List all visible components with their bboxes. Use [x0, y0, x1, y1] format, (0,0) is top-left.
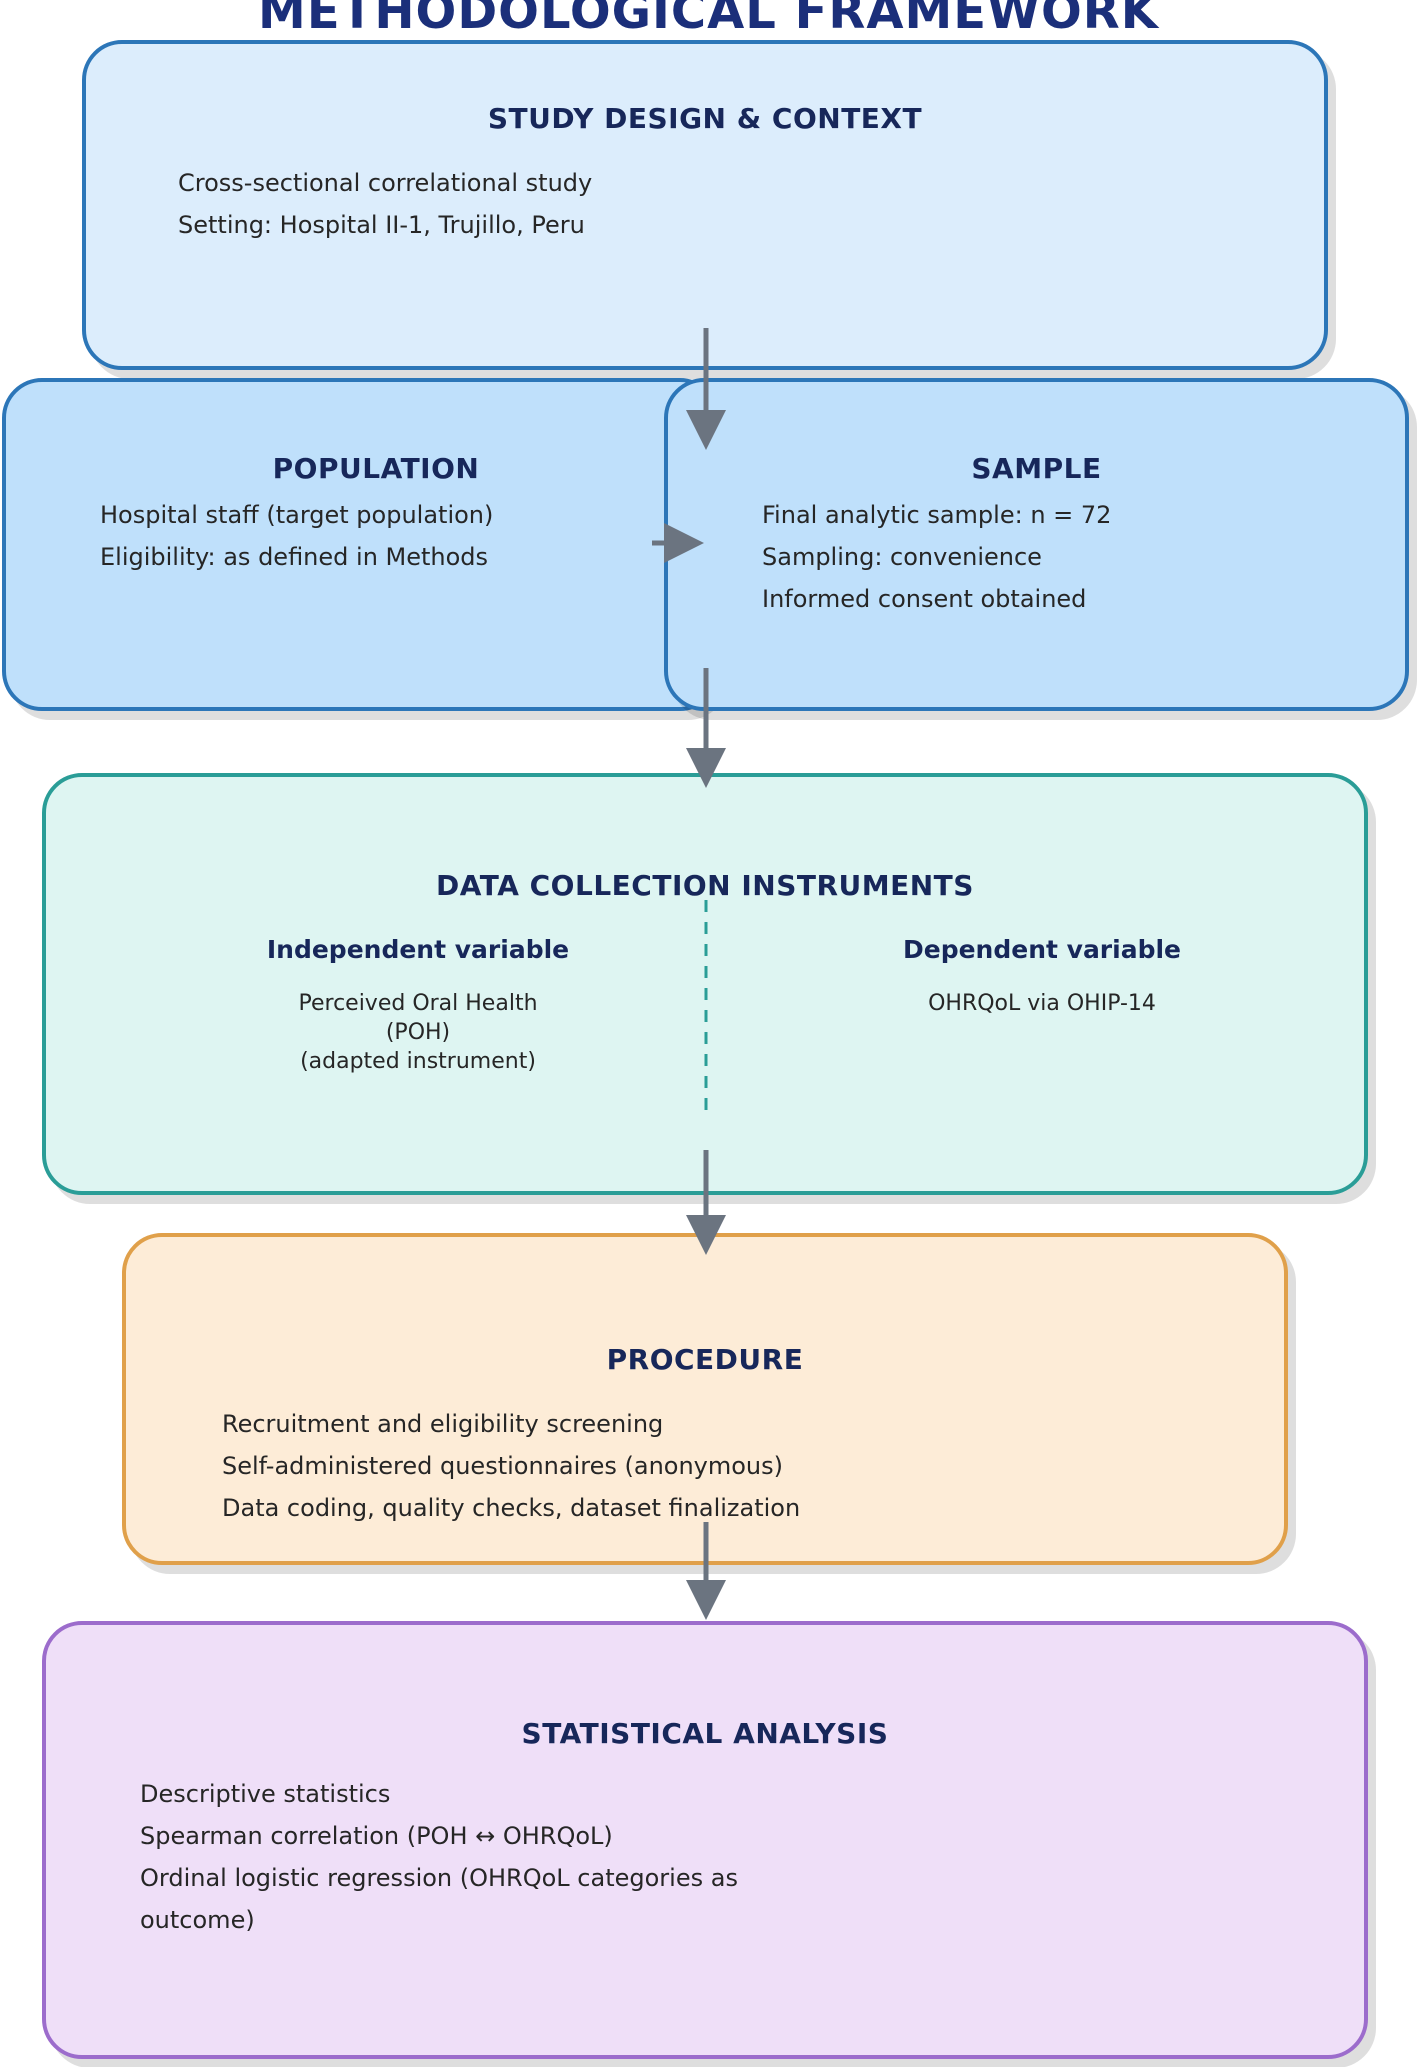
independent-variable-line: Perceived Oral Health [298, 991, 538, 1016]
procedure-heading: PROCEDURE [606, 1343, 804, 1376]
sample-line: Final analytic sample: n = 72 [762, 501, 1112, 529]
sample-line: Informed consent obtained [762, 585, 1087, 613]
dependent-variable-line: OHRQoL via OHIP-14 [928, 991, 1156, 1016]
sample-line: Sampling: convenience [762, 543, 1042, 571]
population-heading: POPULATION [272, 452, 480, 485]
procedure-line: Recruitment and eligibility screening [222, 1410, 664, 1438]
analysis-line: Descriptive statistics [140, 1780, 391, 1808]
study-design-lines: Cross-sectional correlational study Sett… [178, 162, 592, 246]
study-design-heading: STUDY DESIGN & CONTEXT [487, 102, 923, 135]
population-line: Eligibility: as defined in Methods [100, 543, 489, 571]
independent-variable-line: (adapted instrument) [300, 1049, 536, 1074]
analysis-box: STATISTICAL ANALYSIS Descriptive statist… [42, 1621, 1368, 2059]
procedure-line: Data coding, quality checks, dataset fin… [222, 1494, 801, 1522]
analysis-line: Ordinal logistic regression (OHRQoL cate… [140, 1864, 738, 1892]
population-box: POPULATION Hospital staff (target popula… [2, 378, 720, 711]
procedure-lines: Recruitment and eligibility screening Se… [222, 1403, 800, 1529]
independent-variable-heading: Independent variable [266, 935, 570, 964]
study-design-line: Cross-sectional correlational study [178, 169, 593, 197]
sample-lines: Final analytic sample: n = 72 Sampling: … [762, 494, 1111, 620]
diagram-title: METHODOLOGICAL FRAMEWORK [258, 0, 1159, 40]
analysis-lines: Descriptive statistics Spearman correlat… [140, 1773, 738, 1941]
sample-box: SAMPLE Final analytic sample: n = 72 Sam… [664, 378, 1409, 711]
population-lines: Hospital staff (target population) Eligi… [100, 494, 493, 578]
population-line: Hospital staff (target population) [100, 501, 494, 529]
analysis-line: outcome) [140, 1906, 255, 1934]
study-design-box: STUDY DESIGN & CONTEXT Cross-sectional c… [82, 40, 1328, 370]
dependent-variable-lines: OHRQoL via OHIP-14 [812, 989, 1272, 1018]
study-design-line: Setting: Hospital II-1, Trujillo, Peru [178, 211, 585, 239]
procedure-box: PROCEDURE Recruitment and eligibility sc… [122, 1233, 1288, 1565]
sample-heading: SAMPLE [971, 452, 1102, 485]
independent-variable-line: (POH) [385, 1020, 451, 1045]
independent-variable-lines: Perceived Oral Health (POH) (adapted ins… [188, 989, 648, 1076]
instruments-box: DATA COLLECTION INSTRUMENTS Independent … [42, 773, 1368, 1195]
dependent-variable-heading: Dependent variable [902, 935, 1181, 964]
procedure-line: Self-administered questionnaires (anonym… [222, 1452, 784, 1480]
instruments-heading: DATA COLLECTION INSTRUMENTS [436, 869, 974, 902]
analysis-heading: STATISTICAL ANALYSIS [521, 1717, 889, 1750]
analysis-line: Spearman correlation (POH ↔ OHRQoL) [140, 1822, 613, 1850]
